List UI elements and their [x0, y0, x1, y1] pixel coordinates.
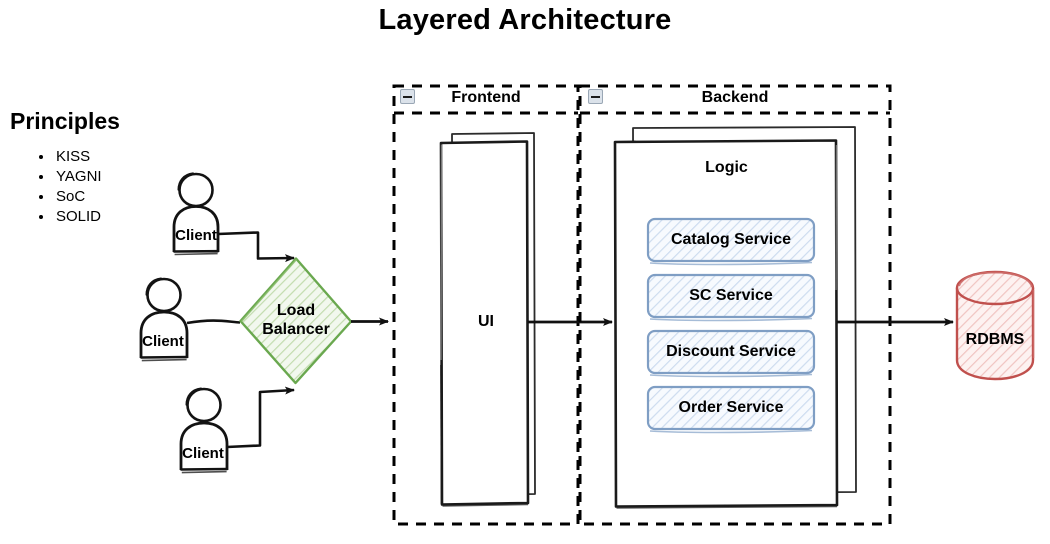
- actor-client-middle[interactable]: [139, 277, 189, 362]
- container-backend[interactable]: [578, 84, 892, 526]
- node-rdbms[interactable]: [955, 270, 1035, 381]
- service-catalog[interactable]: [646, 217, 816, 266]
- collapse-minus-icon[interactable]: [588, 89, 603, 104]
- principles-heading: Principles: [10, 108, 120, 134]
- principles-panel: Principles KISS YAGNI SoC SOLID: [8, 108, 198, 227]
- node-ui[interactable]: [439, 132, 536, 507]
- list-item: SOLID: [54, 207, 198, 227]
- list-item: KISS: [54, 147, 198, 167]
- service-order[interactable]: [646, 385, 816, 434]
- list-item: YAGNI: [54, 167, 198, 187]
- actor-client-top[interactable]: [172, 172, 220, 256]
- principles-list: KISS YAGNI SoC SOLID: [8, 147, 198, 227]
- connector-client-bottom-to-lb: [226, 386, 295, 449]
- collapse-minus-icon[interactable]: [400, 89, 415, 104]
- service-sc[interactable]: [646, 273, 816, 322]
- connector-client-middle-to-lb: [186, 319, 241, 325]
- container-frontend[interactable]: [392, 84, 580, 526]
- connector-client-top-to-lb: [217, 231, 295, 263]
- list-item: SoC: [54, 187, 198, 207]
- actor-client-bottom[interactable]: [179, 387, 229, 474]
- load-balancer-node[interactable]: [239, 257, 353, 385]
- service-discount[interactable]: [646, 329, 816, 378]
- page-title: Layered Architecture: [378, 4, 672, 36]
